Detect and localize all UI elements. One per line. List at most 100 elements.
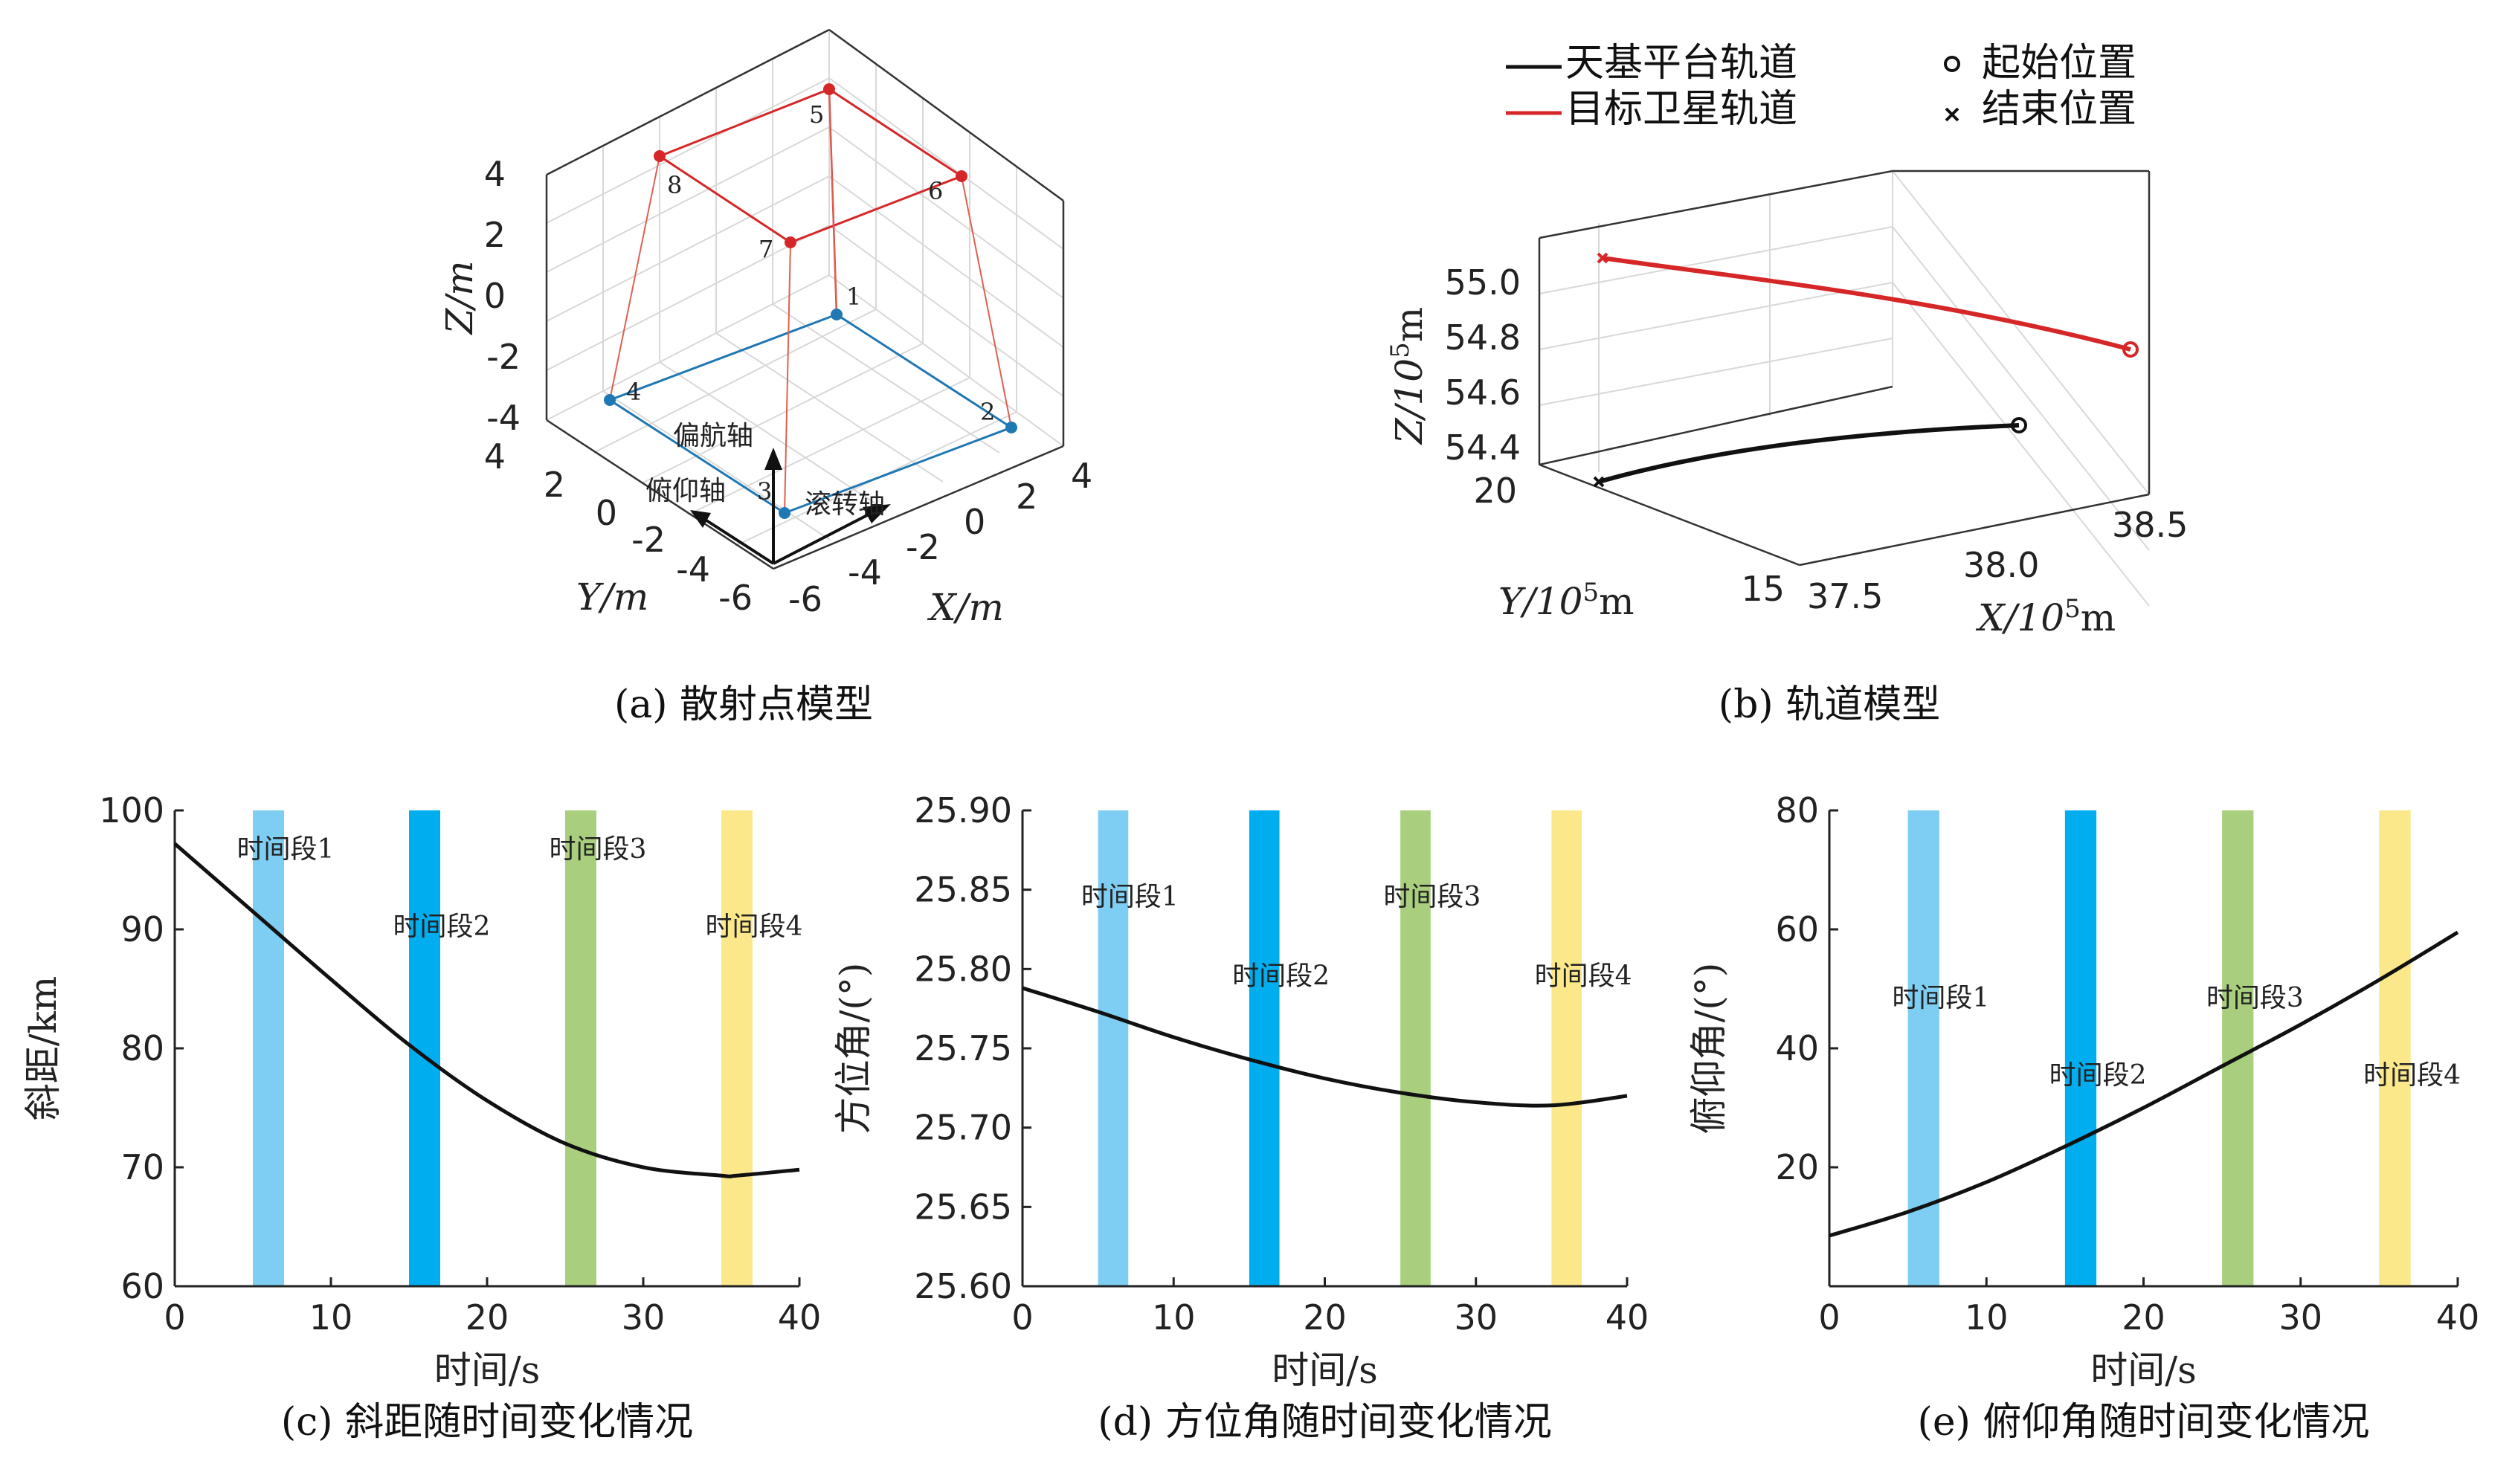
y-tick: 20 bbox=[1473, 471, 1517, 511]
panel-a-points: 5 6 7 8 1 2 3 4 bbox=[604, 83, 1017, 519]
z-tick: 54.8 bbox=[1445, 317, 1521, 358]
platform-end-marker bbox=[1593, 476, 1605, 488]
point-label-7: 7 bbox=[759, 235, 773, 263]
panel-b-xticks: 37.5 38.0 38.5 bbox=[1807, 505, 2188, 616]
axis-yaw-label: 偏航轴 bbox=[673, 421, 753, 451]
point-3 bbox=[779, 507, 790, 519]
band-label-2: 时间段2 bbox=[2049, 1060, 2147, 1091]
x-tick-label: 10 bbox=[1965, 1297, 2009, 1338]
x-tick: 0 bbox=[964, 502, 985, 542]
band-label-3: 时间段3 bbox=[1383, 882, 1481, 912]
point-label-8: 8 bbox=[667, 171, 682, 199]
y-tick-label: 70 bbox=[120, 1147, 164, 1187]
panel-b-frame bbox=[1538, 170, 2151, 567]
z-tick: -4 bbox=[486, 398, 521, 438]
panel-caption: (d) 方位角随时间变化情况 bbox=[1098, 1400, 1551, 1445]
point-label-6: 6 bbox=[928, 177, 943, 205]
x-tick: 38.5 bbox=[2112, 505, 2188, 545]
y-tick: -2 bbox=[631, 520, 666, 560]
time-band-1 bbox=[1098, 810, 1129, 1286]
x-tick-label: 0 bbox=[164, 1297, 185, 1338]
platform-start-marker bbox=[2011, 417, 2027, 433]
panel-caption: (c) 斜距随时间变化情况 bbox=[281, 1400, 693, 1445]
point-label-2: 2 bbox=[980, 398, 995, 426]
panel-b-ylabel: Y/105m bbox=[1498, 578, 1635, 623]
panel-b-orbit-model: 天基平台轨道 目标卫星轨道 起始位置 结束位置 bbox=[1385, 41, 2188, 727]
point-8 bbox=[654, 150, 666, 162]
band-label-2: 时间段2 bbox=[393, 912, 491, 942]
legend-platform-orbit: 天基平台轨道 bbox=[1565, 41, 1797, 86]
point-1 bbox=[831, 309, 843, 320]
point-6 bbox=[956, 170, 967, 182]
x-tick-label: 10 bbox=[309, 1297, 353, 1338]
x-tick-label: 30 bbox=[622, 1297, 666, 1338]
panel-b-zticks: 55.0 54.8 54.6 54.4 bbox=[1445, 262, 1521, 468]
data-line bbox=[1829, 930, 2459, 1238]
x-tick: 4 bbox=[1071, 456, 1092, 496]
y-tick-label: 80 bbox=[120, 1028, 164, 1068]
y-tick-label: 25.65 bbox=[914, 1187, 1012, 1227]
time-band-4 bbox=[1551, 810, 1582, 1286]
axis-roll-label: 滚转轴 bbox=[805, 489, 885, 520]
x-tick: 2 bbox=[1016, 477, 1037, 517]
panel-b-xlabel: X/105m bbox=[1975, 594, 2116, 639]
y-tick-label: 20 bbox=[1775, 1147, 1819, 1187]
y-tick-label: 80 bbox=[1775, 790, 1819, 830]
panel-a-scatter-model: 5 6 7 8 1 2 3 4 偏航轴 俯仰轴 滚转轴 4 2 0 -2 - bbox=[438, 28, 1092, 727]
target-orbit-line bbox=[1602, 256, 2131, 352]
band-label-4: 时间段4 bbox=[1535, 961, 1632, 992]
panel-a-model-edges bbox=[607, 88, 1014, 514]
z-tick: 2 bbox=[484, 215, 506, 255]
x-tick-label: 0 bbox=[1818, 1297, 1840, 1338]
z-tick: 54.4 bbox=[1445, 428, 1521, 468]
y-axis-title: 俯仰角/(°) bbox=[1687, 963, 1730, 1135]
y-tick-label: 100 bbox=[99, 790, 164, 830]
x-axis-title: 时间/s bbox=[434, 1349, 541, 1392]
point-4 bbox=[604, 394, 616, 406]
y-tick-label: 60 bbox=[1775, 909, 1819, 949]
x-axis-title: 时间/s bbox=[1272, 1349, 1378, 1392]
panel-a-body-axes: 偏航轴 俯仰轴 滚转轴 bbox=[645, 421, 891, 565]
panel-b-legend: 天基平台轨道 目标卫星轨道 起始位置 结束位置 bbox=[1506, 41, 2136, 132]
point-label-1: 1 bbox=[846, 283, 861, 311]
band-label-1: 时间段1 bbox=[237, 834, 335, 865]
band-label-1: 时间段1 bbox=[1892, 983, 1989, 1013]
target-start-marker bbox=[2122, 341, 2139, 358]
y-tick: -4 bbox=[676, 549, 710, 590]
time-band-2 bbox=[2064, 810, 2097, 1286]
panel-a-zticks: 4 2 0 -2 -4 bbox=[484, 154, 521, 438]
x-tick-label: 40 bbox=[1606, 1297, 1649, 1338]
x-tick-label: 40 bbox=[2436, 1297, 2480, 1338]
y-axis-title: 方位角/(°) bbox=[832, 963, 875, 1135]
y-tick: 0 bbox=[596, 493, 617, 533]
legend-end: 结束位置 bbox=[1982, 87, 2136, 132]
panel-caption: (e) 俯仰角随时间变化情况 bbox=[1918, 1400, 2370, 1445]
x-tick: -6 bbox=[788, 579, 822, 619]
time-band-1 bbox=[1907, 810, 1939, 1286]
x-tick: 38.0 bbox=[1963, 545, 2039, 585]
z-tick: 55.0 bbox=[1445, 262, 1521, 303]
y-tick: 15 bbox=[1741, 569, 1785, 609]
band-label-3: 时间段3 bbox=[2206, 983, 2304, 1013]
panel-b-zlabel: Z/105m bbox=[1385, 307, 1431, 445]
z-tick: 4 bbox=[484, 154, 506, 194]
panel-a-ylabel: Y/m bbox=[576, 575, 648, 619]
time-band-3 bbox=[1400, 810, 1431, 1286]
x-tick: -2 bbox=[906, 527, 940, 567]
y-axis-title: 斜距/km bbox=[22, 976, 65, 1121]
time-band-3 bbox=[2222, 810, 2254, 1286]
y-tick-label: 25.85 bbox=[914, 870, 1012, 910]
y-tick-label: 25.60 bbox=[914, 1266, 1012, 1306]
point-label-5: 5 bbox=[809, 100, 824, 129]
platform-orbit-line bbox=[1598, 423, 2020, 484]
band-label-2: 时间段2 bbox=[1232, 961, 1330, 992]
x-tick-label: 40 bbox=[778, 1297, 822, 1338]
point-2 bbox=[1005, 422, 1017, 433]
y-tick-label: 90 bbox=[120, 909, 164, 949]
panel-a-xlabel: X/m bbox=[927, 586, 1004, 629]
data-line bbox=[1022, 986, 1628, 1108]
target-end-marker bbox=[1597, 252, 1608, 264]
